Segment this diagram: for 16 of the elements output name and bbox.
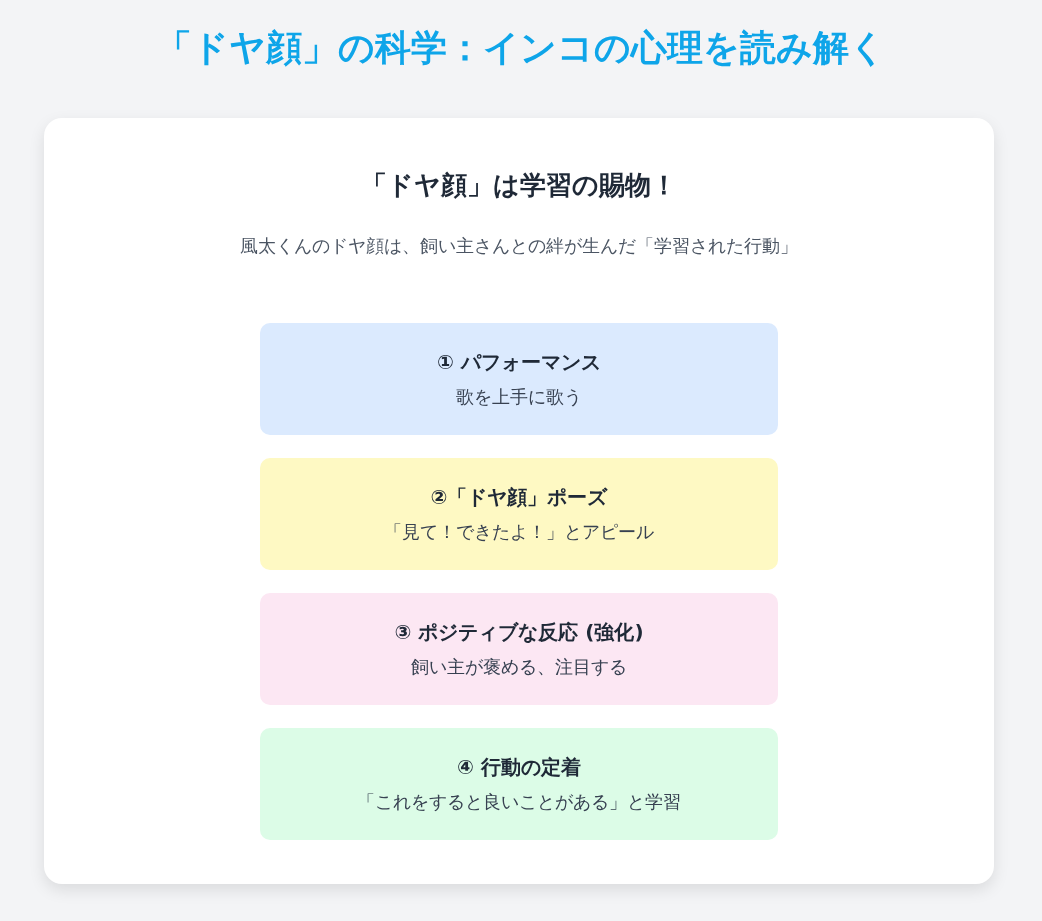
step-title: ③ ポジティブな反応 (強化)	[394, 619, 644, 646]
step-box	[260, 593, 778, 705]
step-title: ① パフォーマンス	[437, 349, 601, 376]
card-subtitle: 風太くんのドヤ顔は、飼い主さんとの絆が生んだ「学習された行動」	[240, 234, 798, 258]
step-box	[260, 728, 778, 840]
card-heading: 「ドヤ顔」は学習の賜物！	[361, 169, 677, 202]
step-description: 歌を上手に歌う	[456, 385, 582, 409]
step-box	[260, 323, 778, 435]
page-title: 「ドヤ顔」の科学：インコの心理を読み解く	[156, 26, 886, 70]
step-description: 「これをすると良いことがある」と学習	[357, 790, 681, 814]
step-box	[260, 458, 778, 570]
step-description: 飼い主が褒める、注目する	[411, 655, 627, 679]
card-background	[44, 118, 994, 884]
step-title: ④ 行動の定着	[457, 754, 581, 781]
step-description: 「見て！できたよ！」とアピール	[384, 520, 654, 544]
step-title: ②「ドヤ顔」ポーズ	[430, 484, 608, 511]
